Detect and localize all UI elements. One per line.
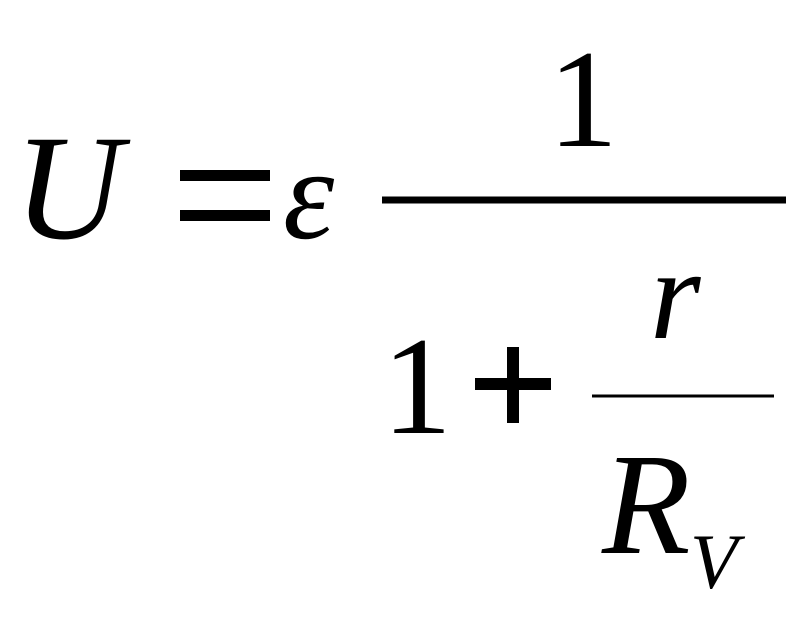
inner-numerator-r: r [650, 223, 701, 367]
equals-sign-text: = [0, 0, 1, 1]
lhs-variable-u: U [14, 105, 131, 271]
plus-sign [475, 347, 551, 423]
inner-denominator-r: R [601, 425, 691, 585]
coefficient-epsilon: ε [283, 123, 335, 267]
denominator-one: 1 [382, 309, 452, 464]
equals-sign [180, 170, 270, 221]
main-numerator-one: 1 [548, 22, 618, 177]
plus-sign-text: + [0, 0, 1, 1]
inner-denominator-subscript-v: V [690, 518, 746, 605]
